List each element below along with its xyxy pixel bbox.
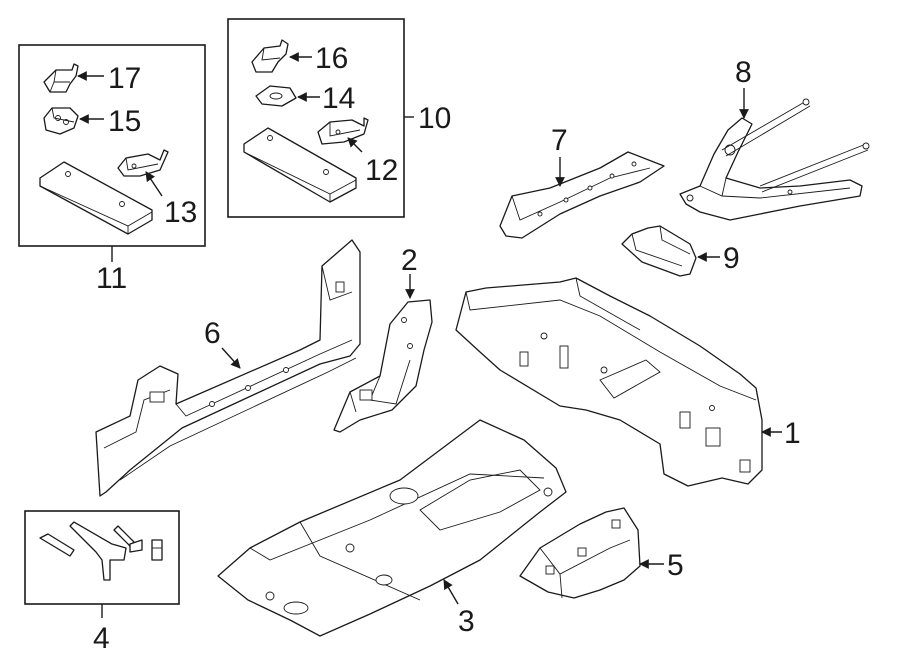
callout-1: 1 bbox=[784, 417, 801, 450]
leader-12 bbox=[347, 137, 363, 153]
box-10-group bbox=[227, 18, 414, 218]
part-17-bracket[interactable] bbox=[43, 63, 79, 93]
callout-11: 11 bbox=[96, 262, 127, 295]
part-4-adhesive-kit[interactable] bbox=[39, 521, 163, 581]
leader-3 bbox=[443, 579, 459, 605]
leader-13 bbox=[145, 171, 163, 197]
box-4-group bbox=[24, 510, 180, 618]
part-3-front-floor[interactable] bbox=[217, 419, 567, 637]
part-16-bracket[interactable] bbox=[251, 39, 289, 73]
callout-15: 15 bbox=[108, 105, 141, 138]
part-2-panel[interactable] bbox=[333, 299, 433, 433]
part-7-rail[interactable] bbox=[499, 151, 665, 239]
part-12-bracket[interactable] bbox=[317, 117, 369, 145]
part-1-floor-pan[interactable] bbox=[455, 277, 763, 487]
callout-17: 17 bbox=[108, 62, 141, 95]
part-11-crossmember[interactable] bbox=[39, 161, 153, 235]
part-15-bracket[interactable] bbox=[43, 107, 79, 135]
part-14-plate[interactable] bbox=[255, 85, 297, 107]
callout-5: 5 bbox=[667, 549, 684, 582]
callout-8: 8 bbox=[735, 56, 752, 89]
callout-14: 14 bbox=[322, 82, 355, 115]
part-10-crossmember[interactable] bbox=[243, 127, 357, 203]
callout-7: 7 bbox=[551, 124, 568, 157]
leader-6 bbox=[221, 347, 241, 369]
callout-12: 12 bbox=[365, 154, 398, 187]
part-6-rocker[interactable] bbox=[95, 239, 361, 497]
callout-3: 3 bbox=[458, 605, 475, 638]
callout-9: 9 bbox=[723, 242, 740, 275]
callout-6: 6 bbox=[204, 317, 221, 350]
part-9-bracket[interactable] bbox=[621, 225, 697, 277]
callout-10: 10 bbox=[418, 102, 451, 135]
part-8-support[interactable] bbox=[679, 98, 870, 221]
callout-2: 2 bbox=[401, 244, 418, 277]
part-5-bracket[interactable] bbox=[519, 507, 641, 599]
callout-16: 16 bbox=[315, 42, 348, 75]
box-10 bbox=[227, 18, 405, 218]
callout-13: 13 bbox=[164, 196, 197, 229]
box-11-group bbox=[18, 44, 206, 262]
callout-4: 4 bbox=[93, 622, 110, 655]
part-13-bracket[interactable] bbox=[117, 149, 169, 177]
